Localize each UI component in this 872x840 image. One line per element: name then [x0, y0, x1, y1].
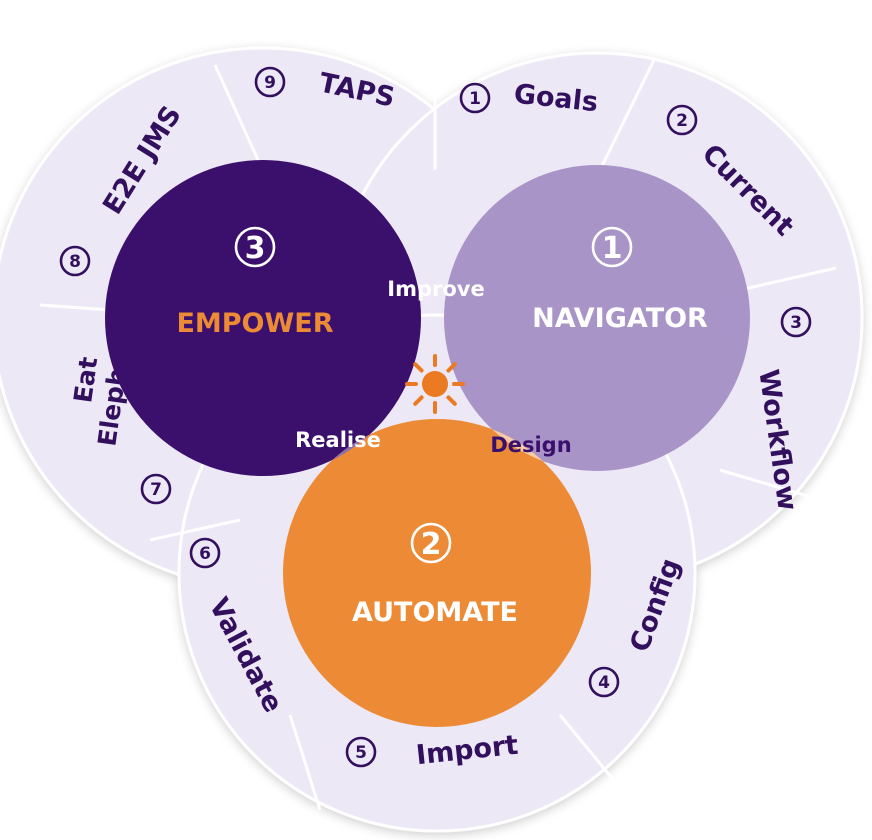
step-number-badge [666, 104, 698, 136]
navigator-number: 1 [602, 231, 623, 266]
step-number: 3 [790, 313, 802, 333]
empower-number: 3 [245, 231, 266, 266]
automate-circle [283, 419, 591, 727]
realise-label: Realise [295, 428, 381, 452]
segment-divider [213, 64, 260, 161]
automate-title: AUTOMATE [352, 597, 518, 628]
navigator-title: NAVIGATOR [532, 303, 708, 334]
automate-number-badge: 2 [410, 522, 452, 564]
step-number-badge [59, 245, 91, 277]
empower-number-badge: 3 [234, 226, 276, 268]
segment-divider [288, 714, 322, 811]
step-number: 8 [69, 252, 81, 272]
step-number-badge [254, 66, 286, 98]
step-number: 6 [199, 544, 211, 564]
segment-divider [598, 57, 657, 171]
navigator-circle [444, 165, 750, 471]
step-number: 5 [355, 743, 367, 763]
empower-circle [105, 160, 421, 476]
segment-divider [719, 468, 839, 507]
automate-number: 2 [421, 527, 442, 562]
step-number-badge [345, 736, 377, 768]
step-number-badge [780, 306, 812, 338]
design-label: Design [490, 433, 571, 457]
navigator-number-badge: 1 [591, 226, 633, 268]
step-number: 1 [469, 89, 481, 109]
step-number: 4 [598, 673, 610, 693]
step-number-badge [588, 666, 620, 698]
segment-divider [149, 518, 241, 542]
segment-divider [558, 714, 632, 801]
empower-title: EMPOWER [176, 308, 333, 339]
step-number: 7 [150, 480, 162, 500]
step-number: 9 [264, 73, 276, 93]
sun-icon [405, 354, 465, 414]
step-number-badge [189, 537, 221, 569]
segment-dividers [39, 57, 839, 811]
step-number-badge [459, 82, 491, 114]
segment-divider [39, 303, 111, 312]
step-number-badge [140, 473, 172, 505]
segment-divider [739, 266, 837, 292]
step-number: 2 [676, 111, 688, 131]
improve-label: Improve [387, 277, 484, 301]
